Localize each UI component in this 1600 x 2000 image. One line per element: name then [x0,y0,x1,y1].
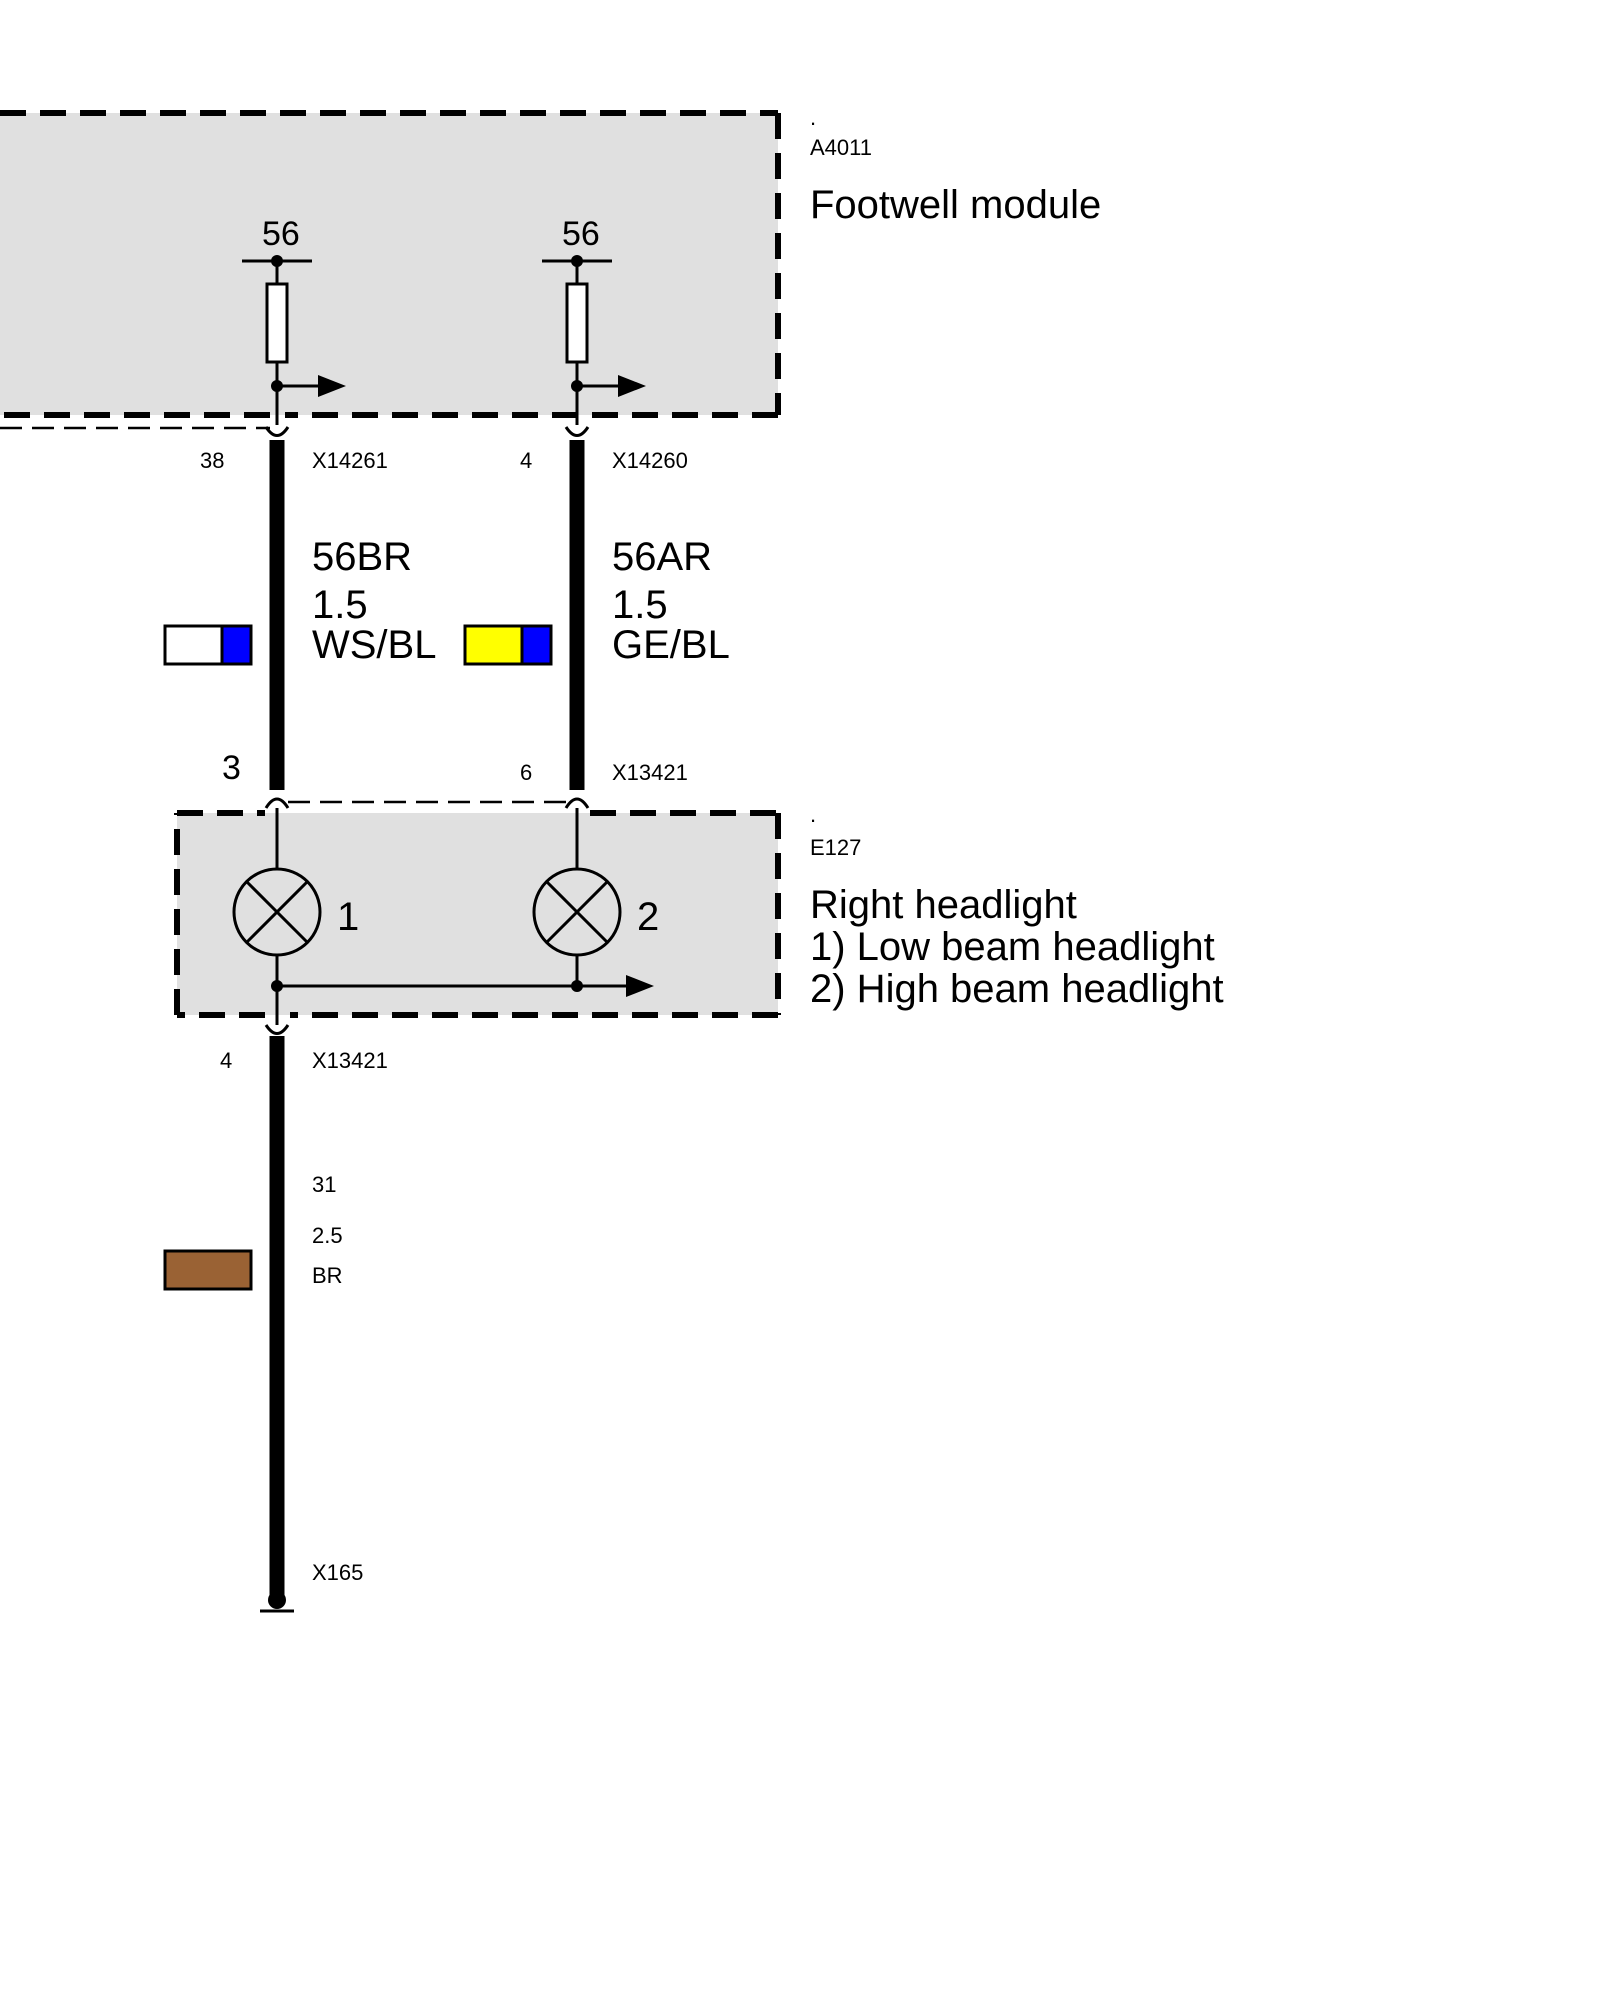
ground-wire-circuit: 31 [312,1172,336,1197]
low-beam-lamp-icon [232,808,322,1025]
footwell-pin-right: 56 [562,215,600,253]
wire-right [564,426,590,809]
wire-left-pin-bottom: 3 [222,749,241,787]
lamp-2-label: 2 [637,895,659,939]
wire-left-color-code: WS/BL [312,623,436,667]
headlight-code: E127 [810,835,861,860]
wire-right-circuit: 56AR [612,535,712,579]
ground-wire-color-code: BR [312,1263,343,1288]
wire-right-pin-top: 4 [520,448,532,473]
footwell-module-title: Footwell module [810,183,1101,227]
wire-left-pin-top: 38 [200,448,224,473]
wire-right-color-swatch [463,624,553,666]
signal-arrow-right-icon [618,375,646,397]
wire-right-pin-bottom: 6 [520,760,532,785]
ground-wire-gauge: 2.5 [312,1223,343,1248]
wire-right-connector-bottom: X13421 [612,760,688,785]
signal-arrow-left-icon [318,375,346,397]
ground-wire-pin: 4 [220,1048,232,1073]
footwell-output-left [242,255,346,425]
footwell-module-box [0,110,781,430]
headlight-title: Right headlight [810,883,1077,927]
lamp-1-label: 1 [337,895,359,939]
headlight-legend-low-beam: 1) Low beam headlight [810,925,1215,969]
wire-left-circuit: 56BR [312,535,412,579]
footwell-pin-left: 56 [262,215,300,253]
ground-wire [260,1024,294,1613]
wire-right-connector-top: X14260 [612,448,688,473]
ground-wire-color-swatch [163,1249,253,1291]
wire-right-color-code: GE/BL [612,623,730,667]
footwell-module-code: A4011 [810,135,872,160]
footwell-output-right [542,255,646,425]
wire-right-gauge: 1.5 [612,583,668,627]
high-beam-lamp-icon [532,808,622,986]
ground-arrow-icon [626,975,654,997]
wire-left-color-swatch [163,624,253,666]
wire-left [264,426,290,809]
resistor-left-icon [265,282,289,364]
ground-point-label: X165 [312,1560,363,1585]
resistor-right-icon [565,282,589,364]
footwell-module-dot: . [810,105,816,130]
headlight-dot: . [810,802,816,827]
headlight-ground-bus [271,975,654,997]
ground-wire-connector: X13421 [312,1048,388,1073]
headlight-legend-high-beam: 2) High beam headlight [810,967,1224,1011]
wire-left-connector-top: X14261 [312,448,388,473]
wire-left-gauge: 1.5 [312,583,368,627]
